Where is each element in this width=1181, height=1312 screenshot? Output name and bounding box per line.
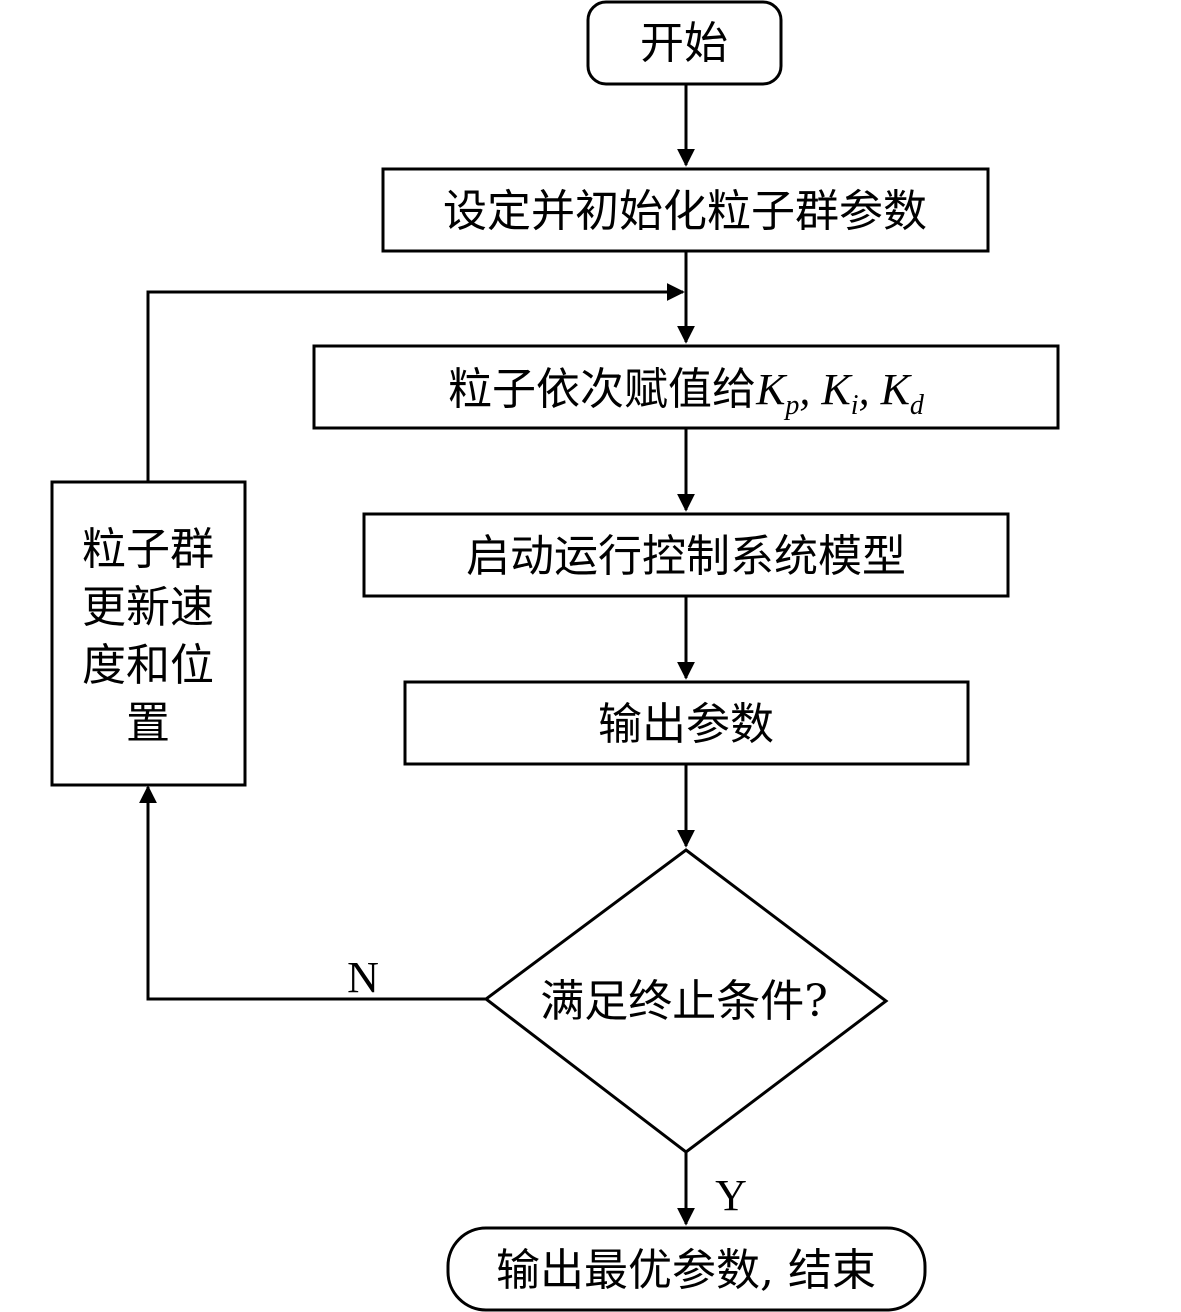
assign-sep-2: , xyxy=(859,365,881,414)
update-line-2: 更新速 xyxy=(82,582,214,633)
yes-branch-label: Y xyxy=(715,1171,747,1220)
kp-symbol: K xyxy=(755,365,788,414)
kp-subscript: p xyxy=(783,390,799,421)
update-line-4: 置 xyxy=(126,698,170,749)
run-model-label: 启动运行控制系统模型 xyxy=(466,531,906,582)
start-label: 开始 xyxy=(640,18,728,69)
output-parameters-label: 输出参数 xyxy=(598,699,774,750)
output-parameters-box xyxy=(403,680,970,766)
update-particles-box xyxy=(50,480,247,787)
update-line-1: 粒子群 xyxy=(82,524,214,575)
update-line-3: 度和位 xyxy=(82,640,214,691)
assign-particles-label: 粒子依次赋值给Kp, Ki, Kd xyxy=(448,364,925,421)
init-parameters-label: 设定并初始化粒子群参数 xyxy=(443,186,927,237)
end-node xyxy=(446,1226,927,1312)
edge-update-loop-back xyxy=(146,283,685,481)
run-model-box xyxy=(362,512,1010,598)
edge-decision-no-to-update xyxy=(139,785,486,1001)
assign-particles-box xyxy=(312,344,1060,430)
no-branch-label: N xyxy=(347,953,379,1002)
termination-decision xyxy=(483,848,889,1154)
termination-decision-label: 满足终止条件? xyxy=(540,976,828,1027)
start-node xyxy=(586,0,783,86)
assign-sep-1: , xyxy=(799,365,821,414)
end-label: 输出最优参数, 结束 xyxy=(496,1245,876,1296)
init-parameters-box xyxy=(381,167,990,253)
kd-symbol: K xyxy=(880,365,913,414)
assign-prefix: 粒子依次赋值给 xyxy=(448,364,756,415)
ki-subscript: i xyxy=(851,390,859,421)
ki-symbol: K xyxy=(820,365,853,414)
kd-subscript: d xyxy=(910,390,925,421)
